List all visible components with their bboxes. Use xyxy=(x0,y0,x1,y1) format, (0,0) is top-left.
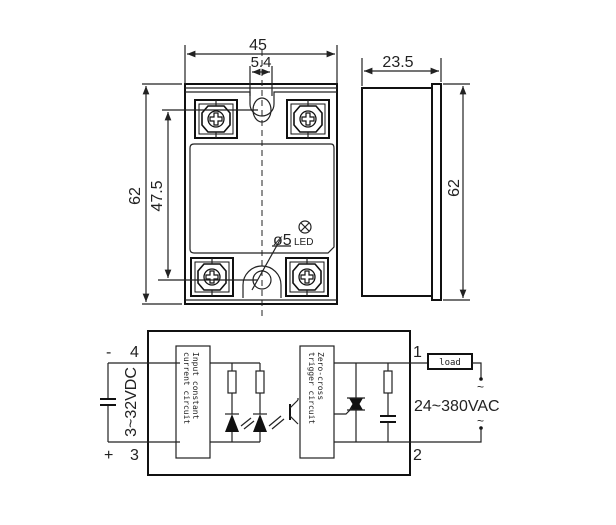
dim-height-label: 62 xyxy=(127,187,144,205)
dim-slot-label: 5.4 xyxy=(251,54,272,71)
light-arrows-icon xyxy=(240,415,285,430)
relay-body-outline xyxy=(184,83,338,305)
output-block-line1: Zero-cross xyxy=(316,352,325,400)
resistor-icon xyxy=(383,370,393,394)
terminal-pos-sign: + xyxy=(104,447,113,464)
input-voltage-label: 3~32VDC xyxy=(123,367,140,437)
side-view: 23.5 62 xyxy=(361,54,470,301)
led-label: LED xyxy=(294,237,313,248)
terminal-2-label: 2 xyxy=(413,447,422,464)
phototransistor-icon xyxy=(289,398,299,425)
input-block-line2: current circuit xyxy=(182,352,191,424)
terminal-3-label: 3 xyxy=(130,447,139,464)
terminal-4-label: 4 xyxy=(130,344,139,361)
led-diode-icon xyxy=(253,414,267,432)
battery-icon xyxy=(100,398,116,406)
triac-icon xyxy=(334,363,365,442)
ac-symbol-top: ~ xyxy=(477,380,484,394)
load-box xyxy=(427,353,473,370)
output-voltage-label: 24~380VAC xyxy=(414,398,500,415)
screw-terminal-icon xyxy=(285,257,329,297)
capacitor-icon xyxy=(380,415,396,423)
dim-depth-label: 23.5 xyxy=(382,54,413,71)
resistor-icon xyxy=(227,370,237,394)
led-diameter-label: ø5 xyxy=(273,232,292,249)
resistor-icon xyxy=(255,370,265,394)
circuit-diagram: - 4 + 3 3~32VDC Input constant current c… xyxy=(100,330,500,476)
output-block-line2: trigger circuit xyxy=(307,352,316,424)
load-label: load xyxy=(439,358,461,368)
input-block-line1: Input constant xyxy=(191,352,200,420)
dim-mount-spacing-label: 47.5 xyxy=(149,180,166,211)
screw-terminal-icon xyxy=(194,99,238,139)
dim-width-label: 45 xyxy=(249,37,267,54)
terminal-neg-sign: - xyxy=(106,344,111,361)
ac-symbol-bottom: ~ xyxy=(477,414,484,428)
diode-icon xyxy=(225,414,239,432)
dim-side-height-label: 62 xyxy=(446,179,463,197)
screw-terminal-icon xyxy=(190,257,234,297)
terminal-1-label: 1 xyxy=(413,344,422,361)
front-view: 45 5.4 62 47.5 ø5 LED xyxy=(127,37,338,316)
led-icon xyxy=(298,220,312,234)
screw-terminal-icon xyxy=(286,99,330,139)
